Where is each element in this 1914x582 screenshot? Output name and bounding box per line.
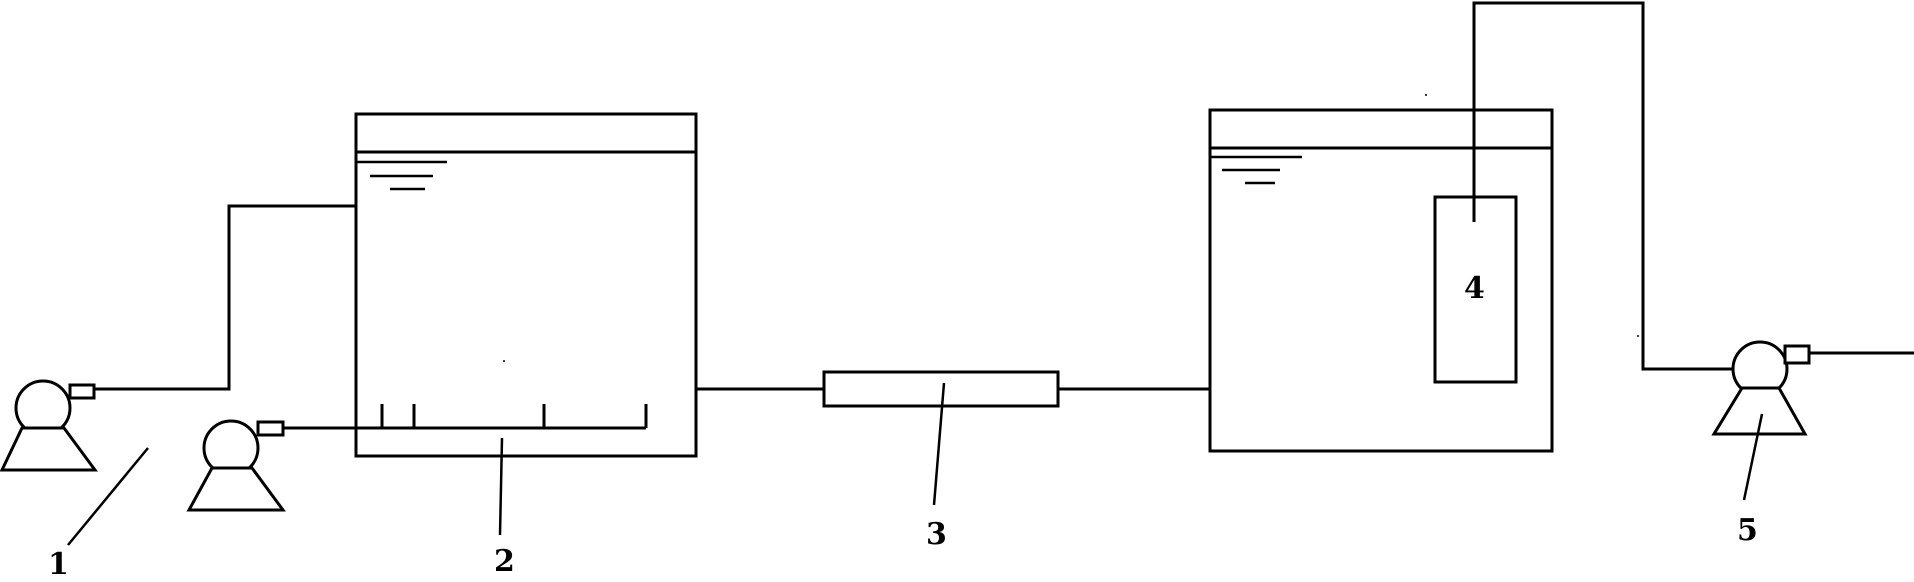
speck-dot bbox=[1425, 94, 1427, 96]
feed-pump bbox=[0, 379, 98, 472]
label-2: 2 bbox=[494, 544, 515, 579]
outlet-pump bbox=[1711, 340, 1811, 436]
label-5: 5 bbox=[1737, 513, 1758, 548]
label-3: 3 bbox=[926, 517, 947, 552]
speck-dot bbox=[1637, 335, 1639, 337]
label-1: 1 bbox=[48, 547, 69, 582]
feed-pipe bbox=[94, 204, 356, 391]
tube-3 bbox=[822, 370, 1060, 408]
leader-line-3 bbox=[932, 382, 946, 506]
leader-line-2 bbox=[498, 437, 504, 536]
leader-line-1 bbox=[67, 447, 149, 546]
permeate-pipe bbox=[1472, 1, 1735, 371]
tank-membrane bbox=[1208, 108, 1554, 453]
aeration-pipe bbox=[283, 404, 648, 430]
aeration-pump bbox=[186, 419, 286, 512]
tank-2 bbox=[354, 112, 698, 458]
leader-line-5 bbox=[1742, 413, 1764, 501]
speck-dot bbox=[503, 360, 505, 362]
label-4: 4 bbox=[1464, 271, 1485, 306]
